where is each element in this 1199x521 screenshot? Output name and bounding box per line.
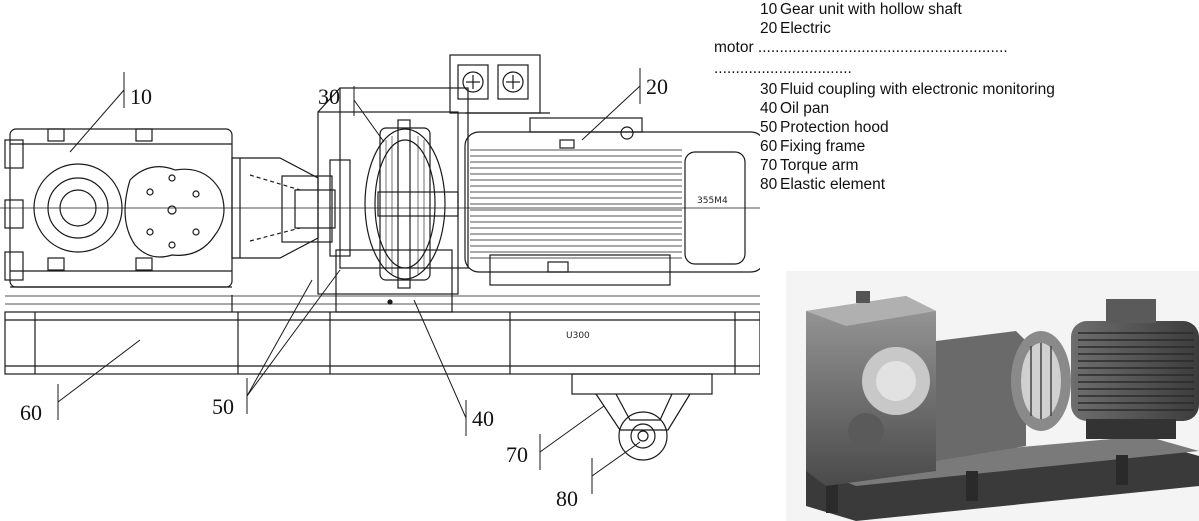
frame-type-plate: U300	[566, 331, 590, 341]
legend-item: 70 Torque arm	[747, 156, 1199, 175]
callout-50: 50	[212, 394, 234, 419]
fixing-frame	[4, 295, 760, 375]
callout-80: 80	[556, 486, 578, 511]
legend-label: Gear unit with hollow shaft	[780, 1, 962, 18]
legend-item: 40 Oil pan	[747, 99, 1199, 118]
legend-number: 60	[760, 138, 778, 155]
legend-item: 30 Fluid coupling with electronic monito…	[747, 80, 1199, 99]
legend-item: 50 Protection hood	[747, 118, 1199, 137]
legend-label: Fluid coupling with electronic monitorin…	[780, 81, 1055, 98]
legend-motor-line: motor ..................................…	[714, 39, 1008, 56]
technical-drawing: 10 20 30 40 50 60 70 80 355M4 U300	[0, 54, 760, 511]
electric-motor	[449, 54, 760, 286]
callout-70: 70	[506, 442, 528, 467]
legend-label: Elastic element	[780, 176, 886, 193]
callout-20: 20	[646, 74, 668, 99]
legend-label: Fixing frame	[780, 138, 866, 155]
legend-number: 80	[760, 176, 778, 193]
legend-number: 30	[760, 81, 778, 98]
legend-number: 70	[760, 157, 778, 174]
legend-label: Oil pan	[780, 100, 830, 117]
legend-number: 50	[760, 119, 778, 136]
torque-arm	[571, 373, 713, 461]
adapter-housing	[231, 157, 336, 312]
leader-lines	[57, 68, 641, 494]
callout-40: 40	[472, 406, 494, 431]
legend-dots-line: ................................	[714, 60, 852, 77]
legend-item: 20 Electric	[747, 19, 1199, 38]
legend-item: 10 Gear unit with hollow shaft	[747, 0, 1199, 19]
legend-number: 10	[760, 1, 778, 18]
motor-type-plate: 355M4	[697, 196, 728, 206]
legend-number: 40	[760, 100, 778, 117]
legend-list: 10 Gear unit with hollow shaft 20 Electr…	[714, 0, 1199, 194]
drive-unit-photo	[786, 271, 1199, 521]
gear-unit	[0, 128, 760, 288]
legend-number: 20	[760, 20, 778, 37]
fluid-coupling	[364, 119, 459, 289]
legend-item: 60 Fixing frame	[747, 137, 1199, 156]
oil-pan	[335, 249, 453, 313]
legend-label: Electric	[780, 20, 831, 37]
legend-label: Protection hood	[780, 119, 889, 136]
callout-10: 10	[130, 84, 152, 109]
legend-item: 80 Elastic element	[747, 175, 1199, 194]
callout-60: 60	[20, 400, 42, 425]
legend-label: Torque arm	[780, 157, 859, 174]
callout-30: 30	[318, 84, 340, 109]
